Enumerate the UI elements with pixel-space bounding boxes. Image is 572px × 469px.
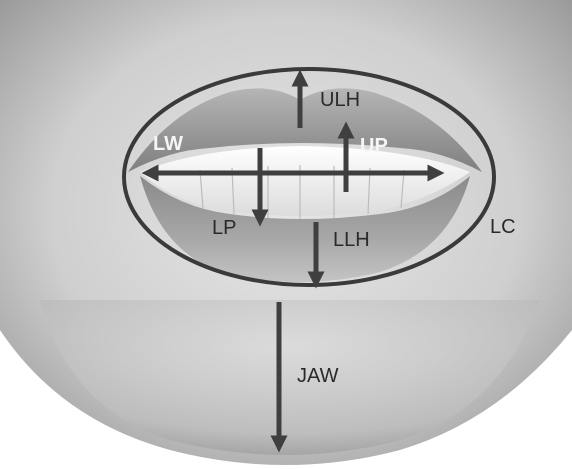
lp-label: LP — [212, 217, 236, 239]
lw-label: LW — [153, 133, 183, 155]
up-label: UP — [360, 135, 388, 157]
ulh-label: ULH — [320, 89, 360, 111]
jaw-label: JAW — [297, 365, 339, 387]
lc-label: LC — [490, 216, 516, 238]
llh-label: LLH — [333, 229, 370, 251]
